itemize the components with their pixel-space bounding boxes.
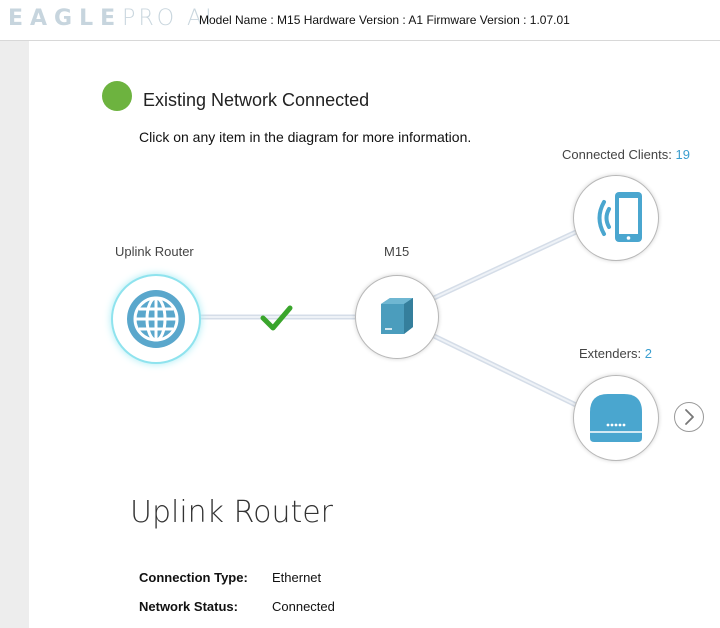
m15-label: M15 [384,244,410,259]
network-status-value: Connected [272,599,335,614]
extenders-node[interactable] [573,375,659,461]
details-section-title: Uplink Router [130,495,334,530]
m15-node[interactable] [355,275,439,359]
extenders-count: 2 [644,346,653,361]
eagle-pro-logo: EAGLEPRO AI [8,6,215,31]
globe-icon [127,290,185,348]
extenders-text: Extenders: [579,346,642,361]
check-icon [260,305,293,331]
m15-device-icon [381,298,413,334]
connected-clients-text: Connected Clients: [562,147,672,162]
network-status-label: Network Status: [139,599,238,614]
diagram-instructions: Click on any item in the diagram for mor… [139,129,472,145]
uplink-router-label: Uplink Router [115,244,194,259]
phone-wifi-icon [597,192,642,242]
next-arrow-button[interactable] [674,402,704,432]
model-info-text: Model Name : M15 Hardware Version : A1 F… [199,13,570,27]
chevron-right-icon [685,409,694,425]
network-status-heading: Existing Network Connected [143,90,370,110]
connection-type-value: Ethernet [272,570,322,585]
connected-clients-count: 19 [675,147,690,162]
extenders-label[interactable]: Extenders: 2 [579,346,652,361]
left-side-strip [0,41,29,628]
m15-to-clients-link [432,229,578,301]
extender-device-icon [590,394,642,442]
connection-type-label: Connection Type: [139,570,248,585]
m15-to-extenders-link [432,333,578,408]
connected-clients-node[interactable] [573,175,659,261]
status-indicator-dot [102,81,132,111]
top-header: EAGLEPRO AI Model Name : M15 Hardware Ve… [0,0,720,41]
connected-clients-label[interactable]: Connected Clients: 19 [562,147,690,162]
uplink-router-node[interactable] [111,274,201,364]
